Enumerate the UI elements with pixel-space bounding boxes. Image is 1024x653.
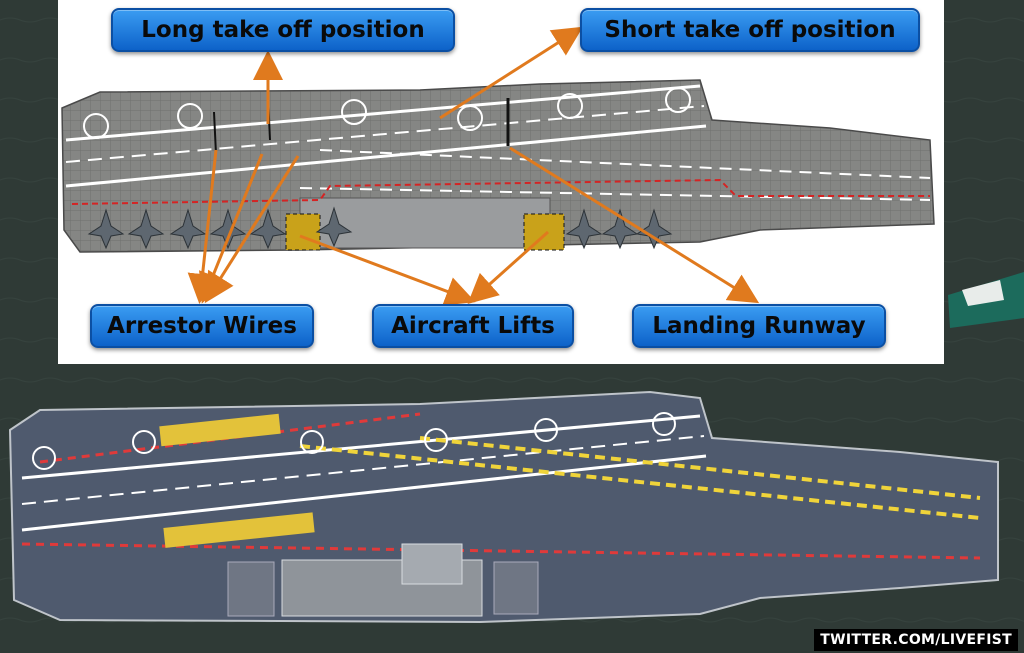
label-landing-runway: Landing Runway: [632, 304, 886, 348]
photo-island: [227, 543, 539, 617]
label-arrestor-wires: Arrestor Wires: [90, 304, 314, 348]
blast-deflector: [163, 512, 315, 548]
diagram-carrier: [61, 79, 935, 253]
photo-carrier: [8, 390, 999, 624]
label-long-takeoff: Long take off position: [111, 8, 455, 52]
aircraft-lift-left: [285, 213, 321, 251]
label-aircraft-lifts: Aircraft Lifts: [372, 304, 574, 348]
tug-boat: [948, 272, 1024, 328]
helipad-marker-icon: [32, 412, 676, 470]
aircraft-icon: [87, 206, 673, 250]
helipad-marker-icon: [83, 87, 691, 139]
island: [299, 197, 551, 249]
blast-deflector: [159, 413, 281, 447]
takeoff-lines: [299, 436, 981, 520]
landing-runway-lines: [21, 412, 981, 560]
aircraft-lift-right: [523, 213, 565, 251]
angled-deck-lines: [65, 84, 707, 188]
arrow-icon: [187, 26, 760, 306]
label-short-takeoff: Short take off position: [580, 8, 920, 52]
watermark-credit: TWITTER.COM/LIVEFIST: [814, 629, 1018, 651]
